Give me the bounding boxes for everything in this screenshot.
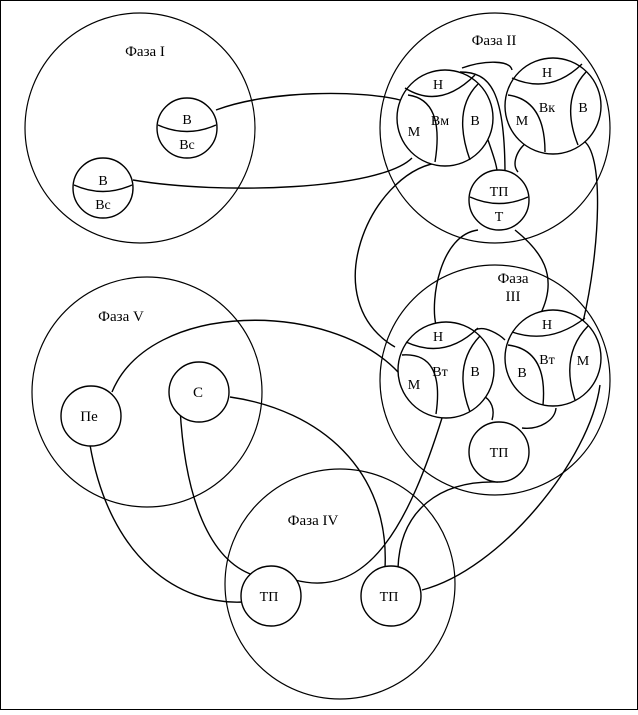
node-tp-3: ТП — [468, 421, 530, 483]
node-v-vs-2: В Вс — [72, 157, 134, 219]
phase-2-circle — [379, 12, 611, 244]
phase-3-label-line1: Фаза — [497, 271, 528, 287]
phase-3-circle — [379, 264, 611, 496]
node-v-vs-2-bottom: Вс — [95, 198, 111, 213]
node-vt-2: Н В Вт М — [504, 309, 602, 407]
node-vk-n: Н — [542, 66, 552, 81]
node-vt-1-center: Вт — [432, 365, 447, 380]
node-s: С — [168, 361, 230, 423]
node-vt-1: Н М Вт В — [397, 321, 495, 419]
connector-tp2-vt1 — [433, 229, 479, 326]
node-vk-m: М — [516, 114, 529, 129]
node-v-vs-1-top: В — [182, 113, 191, 128]
connector-vm-vt1 — [354, 162, 437, 348]
node-vk: Н М Вк В — [504, 57, 602, 155]
connector-s-tp4b — [229, 396, 386, 569]
node-vm-center: Вм — [431, 114, 449, 129]
phase-4-circle — [224, 468, 456, 700]
connector-b-vm — [132, 157, 413, 189]
node-vt-2-n: Н — [542, 318, 552, 333]
node-vk-v: В — [578, 101, 587, 116]
connector-tp2-vt2 — [514, 229, 549, 316]
phase-4-label: Фаза IV — [288, 513, 339, 529]
phase-2-label: Фаза II — [472, 33, 517, 49]
connector-vt2-tp4b — [421, 384, 601, 591]
node-v-vs-1-bottom: Вс — [179, 138, 195, 153]
node-tp-t-top: ТП — [490, 185, 509, 200]
node-vm: Н М Вм В — [396, 69, 494, 167]
node-vt-1-v: В — [470, 365, 479, 380]
node-tp-4a: ТП — [240, 565, 302, 627]
phase-3-label-line2: III — [506, 289, 521, 305]
connector-vt1-tp4a — [294, 417, 443, 584]
connectors — [89, 61, 601, 603]
node-tp-t: ТП Т — [468, 169, 530, 231]
phase-1-circle — [24, 12, 256, 244]
node-vt-2-center: Вт — [539, 353, 554, 368]
connector-tp3-tp4b — [397, 481, 499, 569]
node-tp-4b: ТП — [360, 565, 422, 627]
phase-5-circle — [31, 276, 263, 508]
connector-pe-vt1 — [111, 319, 399, 393]
node-vk-center: Вк — [539, 101, 555, 116]
node-vm-v: В — [470, 114, 479, 129]
node-pe-label: Пе — [80, 409, 98, 425]
node-vm-m: М — [408, 125, 421, 140]
node-v-vs-2-top: В — [98, 174, 107, 189]
phase-5-label: Фаза V — [98, 309, 144, 325]
connector-pe-tp4a — [89, 444, 244, 603]
connector-s-tp4a — [179, 407, 254, 576]
node-tp-3-label: ТП — [490, 446, 509, 461]
node-tp-4b-label: ТП — [380, 590, 399, 605]
node-vt-1-m: М — [408, 378, 421, 393]
node-vt-2-v: В — [517, 366, 526, 381]
node-v-vs-1: В Вс — [156, 97, 218, 159]
node-tp-4a-label: ТП — [260, 590, 279, 605]
connector-a-vm — [215, 92, 401, 111]
node-vt-1-n: Н — [433, 330, 443, 345]
node-s-label: С — [193, 385, 203, 401]
node-tp-t-bottom: Т — [495, 210, 504, 225]
connector-vt2-tp3 — [521, 407, 557, 429]
node-vm-n: Н — [433, 78, 443, 93]
connector-vk-vt2 — [581, 139, 599, 323]
phase-1-label: Фаза I — [125, 44, 165, 60]
node-vt-2-m: М — [577, 354, 590, 369]
node-pe: Пе — [60, 385, 122, 447]
connector-vm-vk — [459, 61, 513, 176]
